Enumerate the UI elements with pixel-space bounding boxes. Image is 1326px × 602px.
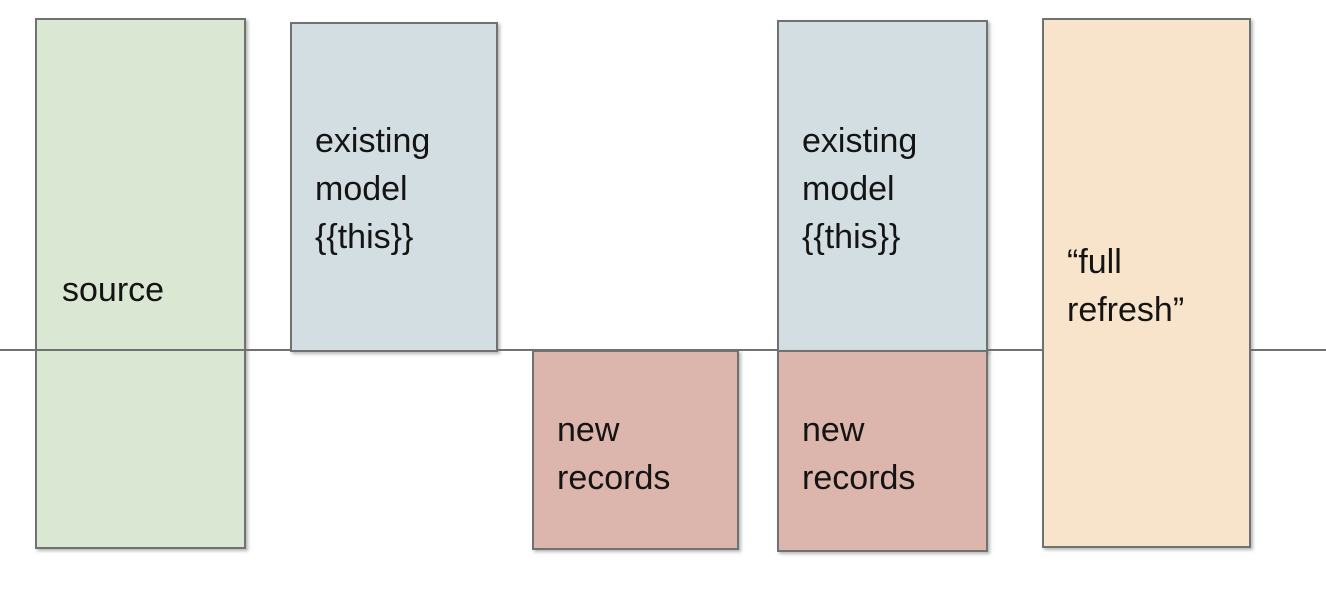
full-refresh-box: “full refresh” [1042, 18, 1251, 548]
new-records-box-2: new records [777, 350, 988, 552]
existing-model-box-1: existing model {{this}} [290, 22, 498, 352]
new-records-label-1: new records [557, 411, 671, 497]
source-box: source [35, 18, 246, 549]
new-records-box-1: new records [532, 350, 739, 550]
new-records-label-2: new records [802, 411, 916, 497]
existing-model-label-2: existing model {{this}} [802, 122, 918, 256]
existing-model-box-2: existing model {{this}} [777, 20, 988, 352]
full-refresh-label: “full refresh” [1067, 243, 1185, 329]
existing-model-label-1: existing model {{this}} [315, 122, 431, 256]
source-label: source [62, 271, 165, 309]
